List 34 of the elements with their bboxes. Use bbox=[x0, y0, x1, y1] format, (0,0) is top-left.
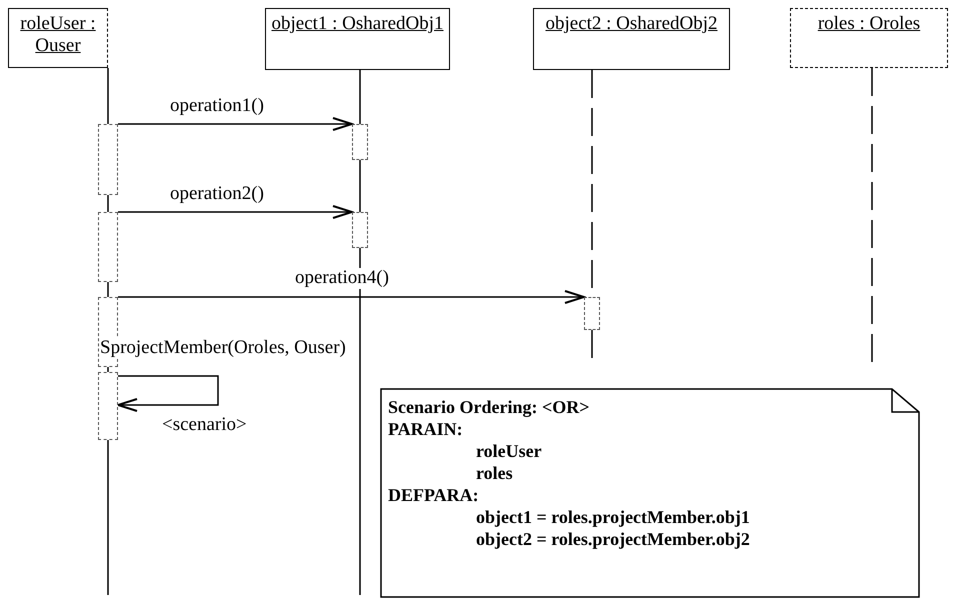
edge-label: operation2() bbox=[170, 184, 264, 205]
message-arrow bbox=[118, 117, 353, 131]
lifeline bbox=[359, 248, 361, 595]
message-arrow bbox=[118, 290, 585, 304]
edge-label: SprojectMember(Oroles, Ouser) bbox=[100, 338, 346, 359]
activation-bar bbox=[352, 124, 368, 160]
message-arrow bbox=[117, 375, 219, 412]
activation-bar bbox=[98, 372, 118, 440]
lifeline bbox=[107, 440, 109, 595]
edge-label: operation1() bbox=[170, 96, 264, 117]
object-box: object1 : OsharedObj1 bbox=[265, 8, 450, 70]
lifeline bbox=[359, 160, 361, 212]
lifeline bbox=[359, 70, 361, 124]
object-box: roleUser : Ouser bbox=[8, 8, 108, 68]
note-text: roles bbox=[476, 464, 513, 484]
lifeline bbox=[107, 282, 109, 297]
message-arrow bbox=[118, 205, 353, 219]
lifeline bbox=[107, 195, 109, 212]
activation-bar bbox=[584, 297, 600, 330]
lifeline bbox=[107, 367, 109, 372]
lifeline bbox=[107, 68, 109, 124]
object-box: object2 : OsharedObj2 bbox=[533, 8, 730, 70]
note-text: DEFPARA: bbox=[388, 486, 479, 506]
activation-bar bbox=[98, 124, 118, 195]
note-box bbox=[380, 388, 920, 598]
note-text: roleUser bbox=[476, 442, 542, 462]
note-text: object2 = roles.projectMember.obj2 bbox=[476, 530, 750, 550]
object-box: roles : Oroles bbox=[790, 8, 948, 68]
note-text: PARAIN: bbox=[388, 420, 463, 440]
activation-bar bbox=[98, 212, 118, 282]
edge-label: operation4() bbox=[295, 268, 389, 289]
note-text: Scenario Ordering: <OR> bbox=[388, 398, 590, 418]
note-text: object1 = roles.projectMember.obj1 bbox=[476, 508, 750, 528]
activation-bar bbox=[352, 212, 368, 248]
